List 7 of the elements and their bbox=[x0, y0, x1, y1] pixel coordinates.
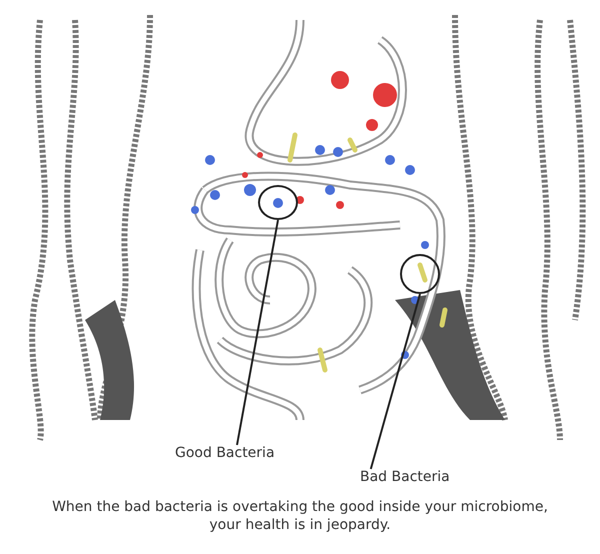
part-label: Good Bacteria bbox=[175, 445, 275, 461]
leader-line bbox=[370, 294, 421, 470]
part-label: Bad Bacteria bbox=[360, 469, 450, 485]
highlight-circle bbox=[400, 254, 440, 294]
leader-line bbox=[236, 220, 279, 446]
highlight-circle bbox=[258, 185, 298, 220]
caption: When the bad bacteria is overtaking the good inside your microbiome, your health is in jeopardy. bbox=[51, 498, 549, 534]
